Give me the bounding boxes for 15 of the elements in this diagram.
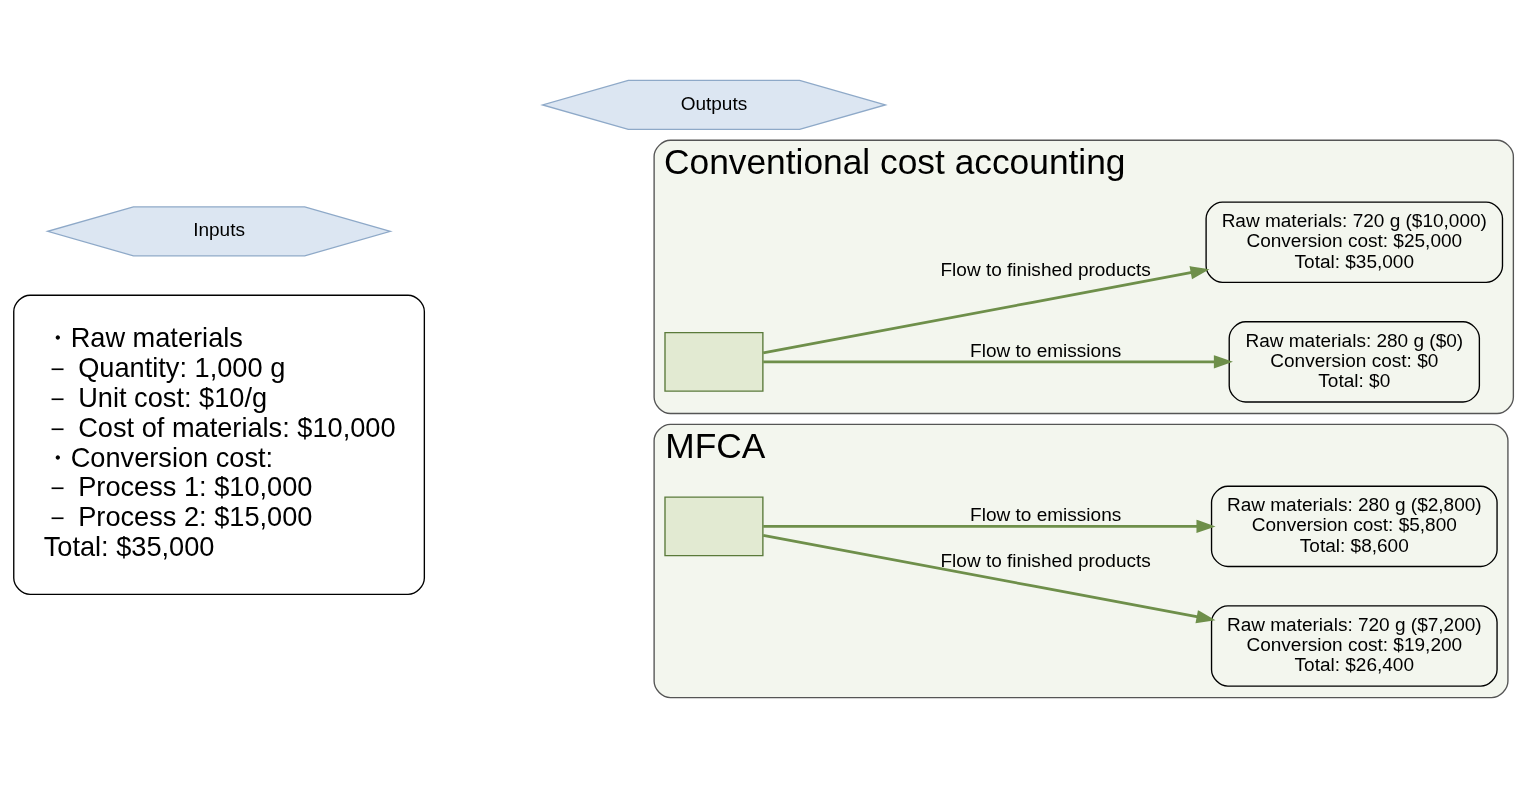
edge-label: Flow to emissions: [970, 339, 1122, 361]
node-box: Raw materials: 280 g ($2,800) Conversion cost: $5,800 Total: $8,600: [1210, 485, 1498, 567]
node-bar: [664, 331, 764, 392]
node-box: ・Raw materials － Quantity: 1,000 g － Unit cost: $10/g － Cost of materials: $10,000 ・Conversion cost: － Process 1: $10,000 － Process 2: $15,000 Total: $35,000: [13, 294, 426, 595]
arrow: [763, 519, 1216, 533]
node-box: Raw materials: 720 g ($7,200) Conversion cost: $19,200 Total: $26,400: [1210, 604, 1498, 687]
edge-label: Flow to finished products: [940, 258, 1151, 280]
arrow: [762, 265, 1210, 354]
node-box: Raw materials: 720 g ($10,000) Conversion cost: $25,000 Total: $35,000: [1205, 200, 1504, 283]
edge-label: Flow to emissions: [970, 503, 1122, 525]
arrow: [762, 533, 1216, 623]
edge-label: Flow to finished products: [940, 549, 1151, 571]
node-bar: [664, 495, 764, 556]
arrow: [763, 354, 1233, 369]
node-box: Raw materials: 280 g ($0) Conversion cost: $0 Total: $0: [1228, 320, 1481, 403]
